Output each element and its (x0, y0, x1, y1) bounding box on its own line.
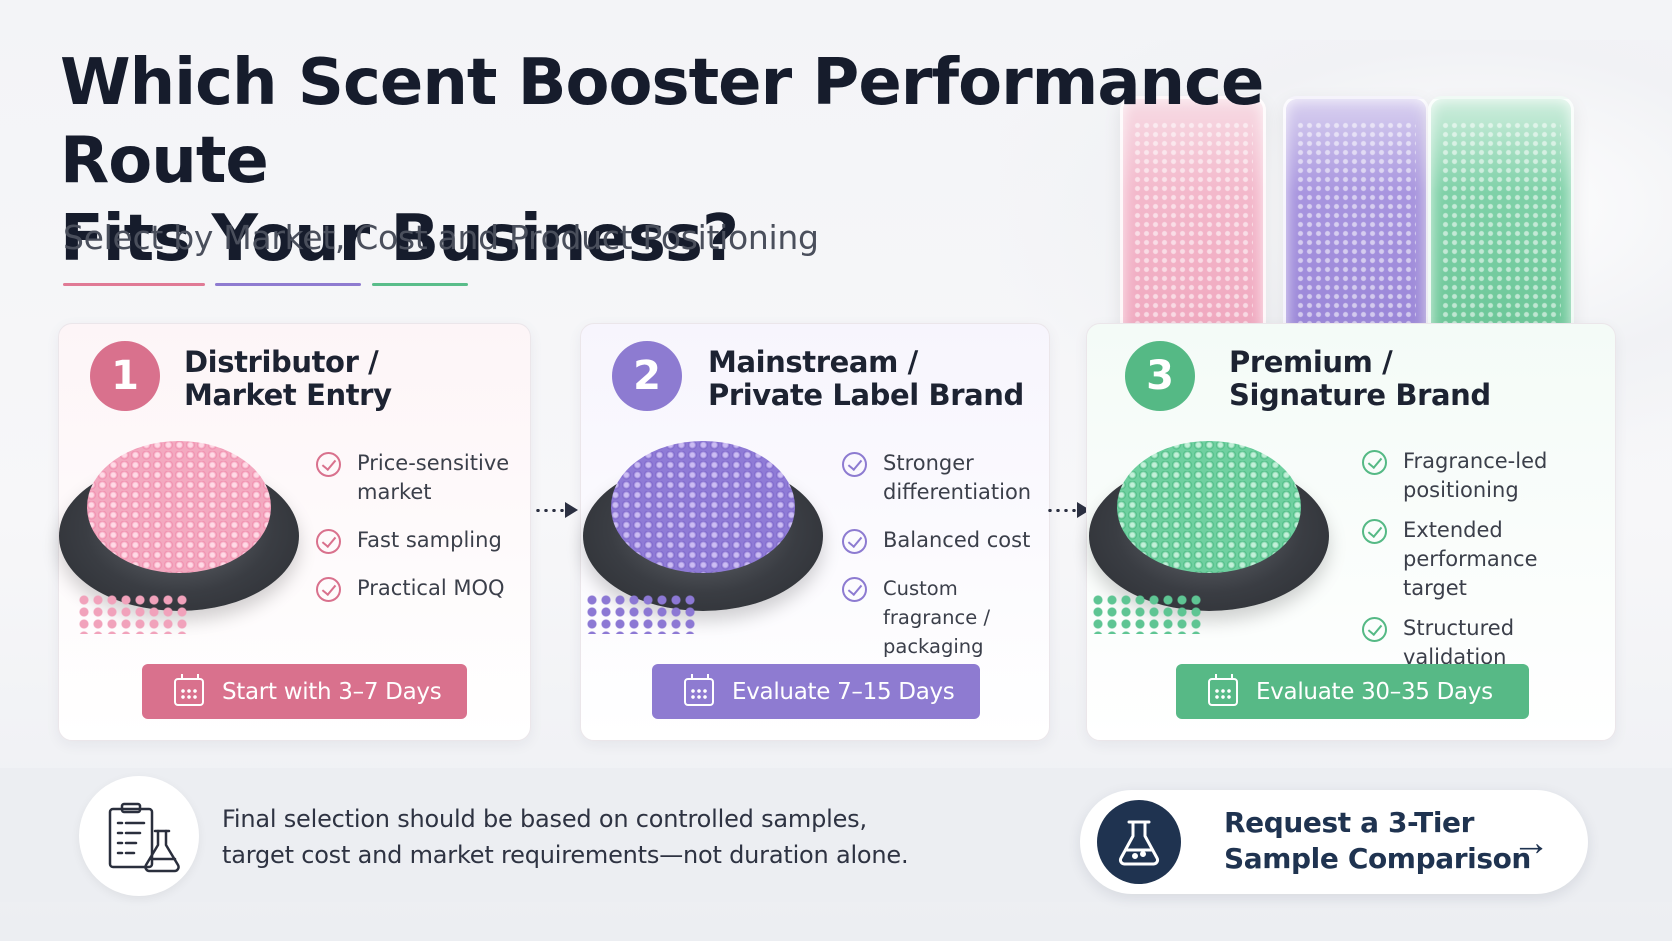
page-title: Which Scent Booster Performance Route Fi… (60, 44, 1360, 278)
accent-line-purple (215, 283, 361, 286)
route-title: Premium / Signature Brand (1229, 346, 1491, 412)
check-circle-icon (842, 452, 867, 477)
step-number-badge: 3 (1125, 341, 1195, 411)
route-card-mainstream: 2 Mainstream / Private Label Brand Stron… (580, 323, 1050, 741)
feature-label: Practical MOQ (357, 576, 505, 600)
check-circle-icon (316, 452, 341, 477)
feature-label: Custom fragrance / packaging (883, 577, 991, 658)
calendar-icon (684, 673, 714, 706)
route-title-line-1: Mainstream / (708, 345, 918, 379)
start-route-1-button[interactable]: Start with 3–7 Days (142, 664, 467, 719)
feature-item: Price-sensitive market (316, 449, 526, 507)
cta-line-2: Sample Comparison (1224, 842, 1531, 875)
accent-line-green (372, 283, 468, 286)
calendar-icon (1208, 673, 1238, 706)
check-circle-icon (316, 577, 341, 602)
note-line-1: Final selection should be based on contr… (222, 805, 867, 833)
route-title-line-2: Signature Brand (1229, 378, 1491, 412)
route-title-line-2: Market Entry (184, 378, 392, 412)
green-beads-bowl-image (1089, 441, 1329, 616)
feature-label: Fast sampling (357, 528, 502, 552)
page-subtitle: Select by Market, Cost and Product Posit… (63, 218, 819, 257)
feature-item: Practical MOQ (316, 574, 526, 603)
cta-label: Request a 3-Tier Sample Comparison (1224, 805, 1531, 877)
feature-label: Fragrance-led positioning (1403, 449, 1548, 502)
route-title-line-1: Distributor / (184, 345, 379, 379)
note-icon-badge (79, 776, 199, 896)
spilled-beads (77, 594, 187, 634)
feature-label: Structured validation (1403, 616, 1515, 669)
cta-line-1: Request a 3-Tier (1224, 806, 1475, 839)
flask-icon-badge (1097, 800, 1181, 884)
pink-beads-jar (1120, 96, 1266, 336)
feature-label: Price-sensitive market (357, 451, 510, 504)
dotted-arrow-icon (534, 500, 580, 520)
spilled-beads (585, 594, 695, 634)
feature-item: Custom fragrance / packaging (842, 574, 1052, 661)
check-circle-icon (1362, 617, 1387, 642)
route-card-premium: 3 Premium / Signature Brand Fragrance-le… (1086, 323, 1616, 741)
purple-beads-jar (1283, 96, 1429, 336)
evaluate-route-3-button[interactable]: Evaluate 30–35 Days (1176, 664, 1529, 719)
flask-icon (1119, 820, 1159, 866)
title-line-1: Which Scent Booster Performance Route (60, 46, 1264, 198)
check-circle-icon (842, 529, 867, 554)
green-beads-jar (1428, 96, 1574, 336)
feature-item: Balanced cost (842, 526, 1052, 555)
arrow-right-icon: → (1512, 822, 1550, 864)
route-feature-list: Stronger differentiation Balanced cost C… (842, 449, 1052, 680)
check-circle-icon (1362, 450, 1387, 475)
button-label: Evaluate 7–15 Days (732, 678, 955, 705)
route-card-distributor: 1 Distributor / Market Entry Price-sensi… (58, 323, 531, 741)
check-circle-icon (316, 529, 341, 554)
evaluate-route-2-button[interactable]: Evaluate 7–15 Days (652, 664, 980, 719)
feature-label: Extended performance target (1403, 518, 1538, 600)
footer-note: Final selection should be based on contr… (222, 801, 922, 873)
route-title-line-2: Private Label Brand (708, 378, 1024, 412)
feature-label: Stronger differentiation (883, 451, 1032, 504)
pink-beads-bowl-image (59, 441, 299, 616)
feature-item: Fast sampling (316, 526, 526, 555)
request-sample-comparison-button[interactable]: Request a 3-Tier Sample Comparison → (1080, 790, 1588, 894)
feature-item: Extended performance target (1362, 516, 1602, 603)
feature-item: Fragrance-led positioning (1362, 447, 1602, 505)
route-title: Mainstream / Private Label Brand (708, 346, 1024, 412)
accent-line-pink (63, 283, 205, 286)
feature-label: Balanced cost (883, 528, 1031, 552)
route-feature-list: Price-sensitive market Fast sampling Pra… (316, 449, 526, 622)
title-line-2: Fits Your Business? (60, 202, 739, 276)
feature-item: Stronger differentiation (842, 449, 1052, 507)
clipboard-flask-icon (108, 802, 180, 873)
spilled-beads (1091, 594, 1201, 634)
step-number-badge: 1 (90, 341, 160, 411)
purple-beads-bowl-image (583, 441, 823, 616)
button-label: Evaluate 30–35 Days (1256, 678, 1493, 705)
calendar-icon (174, 673, 204, 706)
check-circle-icon (842, 577, 867, 602)
button-label: Start with 3–7 Days (222, 678, 442, 705)
check-circle-icon (1362, 519, 1387, 544)
step-number-badge: 2 (612, 341, 682, 411)
note-line-2: target cost and market requirements—not … (222, 841, 909, 869)
route-title: Distributor / Market Entry (184, 346, 392, 412)
route-title-line-1: Premium / (1229, 345, 1393, 379)
route-feature-list: Fragrance-led positioning Extended perfo… (1362, 447, 1602, 683)
